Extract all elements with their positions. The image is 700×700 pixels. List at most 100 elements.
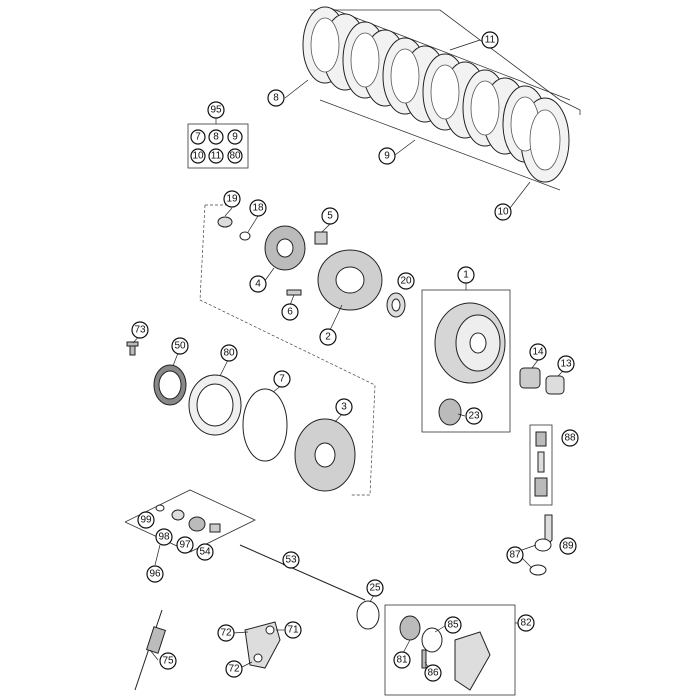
svg-text:96: 96 — [149, 569, 161, 580]
part-82-box — [384, 604, 520, 696]
svg-text:53: 53 — [285, 555, 297, 566]
svg-text:85: 85 — [447, 620, 459, 631]
kit95-item-10: 10 — [190, 148, 206, 164]
svg-text:98: 98 — [158, 532, 170, 543]
callout-23: 23 — [465, 407, 483, 425]
callout-5: 5 — [321, 207, 339, 225]
svg-text:4: 4 — [255, 279, 261, 290]
callout-80: 80 — [220, 344, 238, 362]
svg-text:9: 9 — [232, 132, 238, 143]
callout-25: 25 — [366, 579, 384, 597]
callout-6: 6 — [281, 303, 299, 321]
callout-1: 1 — [457, 266, 475, 284]
callout-97: 97 — [176, 536, 194, 554]
callout-96: 96 — [146, 565, 164, 583]
callout-18: 18 — [249, 199, 267, 217]
svg-text:7: 7 — [195, 132, 201, 143]
clutch-hub-group — [199, 204, 383, 496]
callout-72-top: 72 — [217, 624, 235, 642]
svg-text:14: 14 — [532, 347, 544, 358]
parts-71-72 — [232, 621, 284, 669]
svg-text:97: 97 — [179, 540, 191, 551]
callout-7: 7 — [273, 370, 291, 388]
svg-text:19: 19 — [226, 194, 238, 205]
callout-71: 71 — [284, 621, 302, 639]
callout-98: 98 — [155, 528, 173, 546]
svg-text:72: 72 — [228, 664, 240, 675]
callout-3: 3 — [335, 398, 353, 416]
callout-75: 75 — [159, 652, 177, 670]
svg-text:7: 7 — [279, 374, 285, 385]
svg-text:81: 81 — [396, 655, 408, 666]
svg-text:82: 82 — [520, 618, 532, 629]
callout-2: 2 — [319, 328, 337, 346]
callout-54: 54 — [196, 543, 214, 561]
svg-text:80: 80 — [229, 151, 241, 162]
kit95-item-9: 9 — [227, 129, 243, 145]
svg-text:18: 18 — [252, 203, 264, 214]
svg-text:23: 23 — [468, 411, 480, 422]
callout-19: 19 — [223, 190, 241, 208]
svg-text:75: 75 — [162, 656, 174, 667]
callout-14: 14 — [529, 343, 547, 361]
svg-text:86: 86 — [427, 668, 439, 679]
svg-text:73: 73 — [134, 325, 146, 336]
svg-text:20: 20 — [400, 276, 412, 287]
svg-text:5: 5 — [327, 211, 333, 222]
part-75 — [134, 609, 167, 691]
svg-text:9: 9 — [384, 151, 390, 162]
svg-text:1: 1 — [463, 270, 469, 281]
callout-81: 81 — [393, 651, 411, 669]
svg-text:99: 99 — [140, 515, 152, 526]
callout-86: 86 — [424, 664, 442, 682]
svg-text:89: 89 — [562, 541, 574, 552]
svg-text:6: 6 — [287, 307, 293, 318]
svg-text:2: 2 — [325, 332, 331, 343]
callout-10: 10 — [494, 203, 512, 221]
callout-13: 13 — [557, 355, 575, 373]
callout-82: 82 — [517, 614, 535, 632]
pressure-plate-group — [126, 334, 356, 492]
svg-text:87: 87 — [509, 550, 521, 561]
clutch-plate-stack — [284, 6, 581, 209]
kit95-item-80: 80 — [227, 148, 243, 164]
svg-text:80: 80 — [223, 348, 235, 359]
svg-text:8: 8 — [213, 132, 219, 143]
svg-text:10: 10 — [497, 207, 509, 218]
svg-text:8: 8 — [273, 93, 279, 104]
part-88-box — [529, 424, 553, 506]
callout-50: 50 — [171, 337, 189, 355]
svg-text:88: 88 — [564, 433, 576, 444]
svg-text:25: 25 — [369, 583, 381, 594]
svg-text:54: 54 — [199, 547, 211, 558]
kit-95-box — [187, 118, 249, 169]
callout-53: 53 — [282, 551, 300, 569]
primary-gear-box — [421, 283, 511, 433]
callout-99: 99 — [137, 511, 155, 529]
svg-text:71: 71 — [287, 625, 299, 636]
callout-20: 20 — [397, 272, 415, 290]
svg-text:11: 11 — [211, 151, 222, 162]
svg-text:95: 95 — [210, 105, 222, 116]
callout-9: 9 — [378, 147, 396, 165]
ring-25 — [356, 594, 380, 630]
callout-8: 8 — [267, 89, 285, 107]
callout-95: 95 — [207, 101, 225, 119]
callout-11: 11 — [481, 31, 499, 49]
push-rod-53 — [239, 544, 366, 601]
kit95-item-11: 11 — [208, 148, 224, 164]
svg-text:72: 72 — [220, 628, 232, 639]
callout-4: 4 — [249, 275, 267, 293]
svg-text:3: 3 — [341, 402, 347, 413]
parts-87-89 — [521, 514, 553, 576]
svg-text:50: 50 — [174, 341, 186, 352]
svg-text:10: 10 — [192, 151, 204, 162]
callout-87: 87 — [506, 546, 524, 564]
svg-text:13: 13 — [560, 359, 572, 370]
svg-text:11: 11 — [485, 35, 496, 46]
kit95-item-7: 7 — [190, 129, 206, 145]
callout-89: 89 — [559, 537, 577, 555]
bushings-13-14 — [519, 359, 565, 395]
